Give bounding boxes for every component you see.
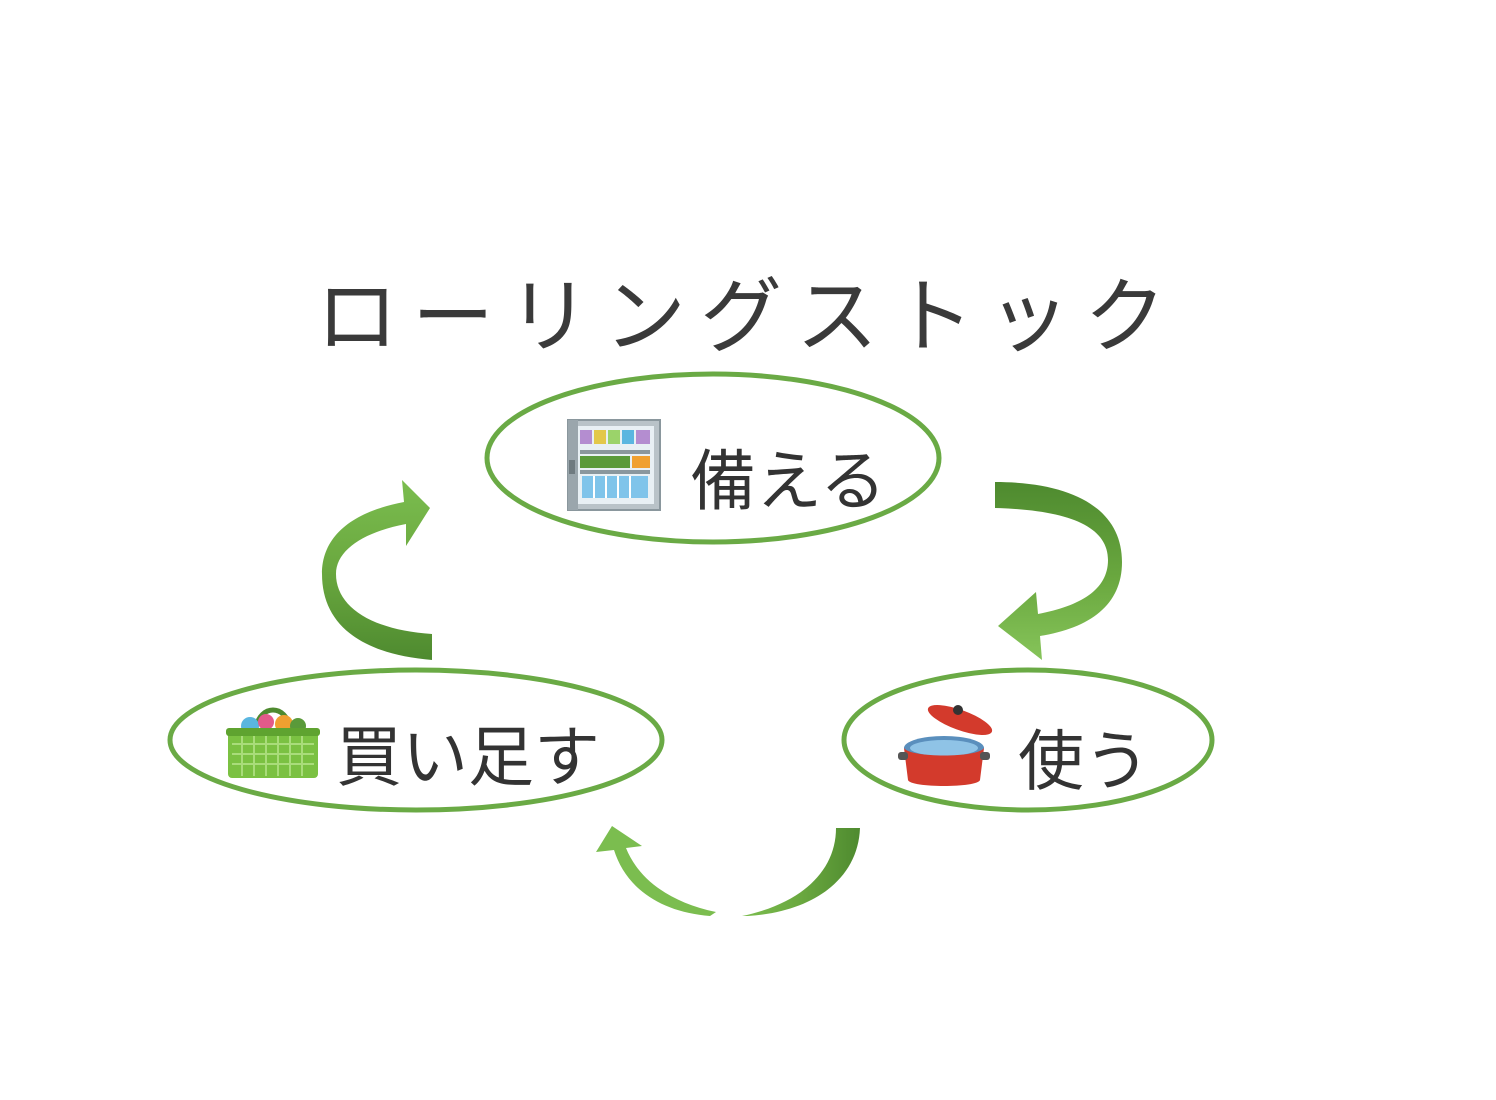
- arrow-buy-to-prepare: [322, 480, 432, 660]
- node-label-use: 使う: [1018, 723, 1150, 800]
- arrow-use-to-buy-head: [596, 826, 716, 916]
- pantry-shelf-icon: [567, 419, 661, 511]
- shopping-basket-icon: [226, 707, 320, 778]
- node-label-buy: 買い足す: [336, 719, 600, 796]
- arrow-use-to-buy: [742, 828, 860, 916]
- diagram-title: ローリングストック: [315, 270, 1180, 365]
- arrow-prepare-to-use: [995, 482, 1122, 660]
- node-label-prepare: 備える: [690, 443, 887, 520]
- cooking-pot-icon: [898, 705, 993, 786]
